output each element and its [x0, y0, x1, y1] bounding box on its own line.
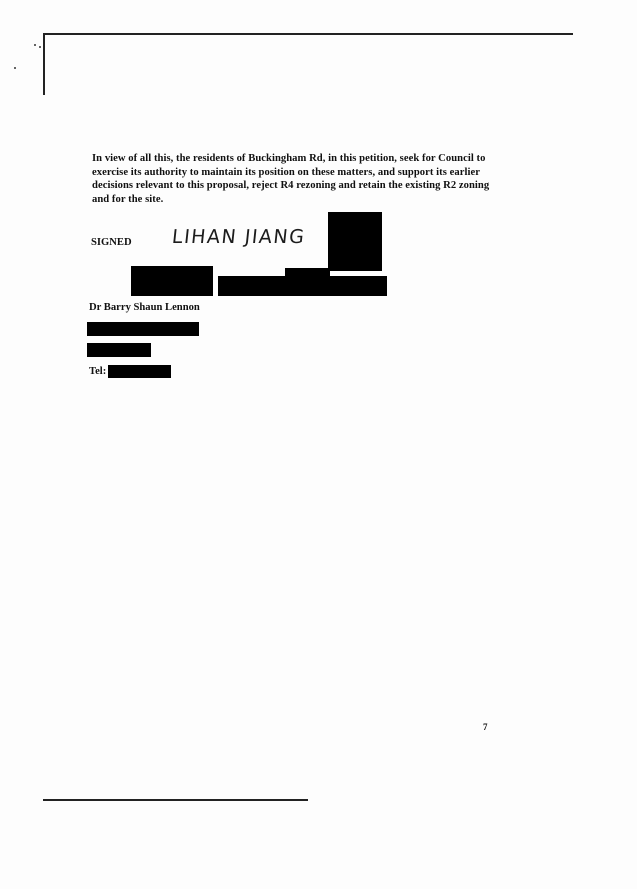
scan-frame-top-line: [43, 33, 573, 35]
petition-paragraph: In view of all this, the residents of Bu…: [92, 153, 490, 205]
redaction-block: [285, 268, 330, 278]
scan-frame-left-line: [43, 33, 45, 95]
signatory-name: Dr Barry Shaun Lennon: [89, 302, 200, 313]
redaction-block: [218, 276, 387, 296]
redaction-block: [108, 365, 171, 378]
handwritten-signature: LIHAN JIANG: [170, 226, 307, 248]
scan-speck: [39, 46, 41, 48]
redaction-block: [328, 212, 382, 271]
redaction-block: [87, 343, 151, 357]
tel-label: Tel:: [89, 366, 107, 377]
redaction-block: [131, 266, 213, 296]
scan-frame-bottom-line: [43, 799, 308, 801]
redaction-block: [87, 322, 199, 336]
scan-speck: [14, 67, 16, 69]
signed-label: SIGNED: [91, 237, 132, 248]
scan-speck: [34, 44, 36, 46]
page-number: 7: [483, 722, 488, 732]
